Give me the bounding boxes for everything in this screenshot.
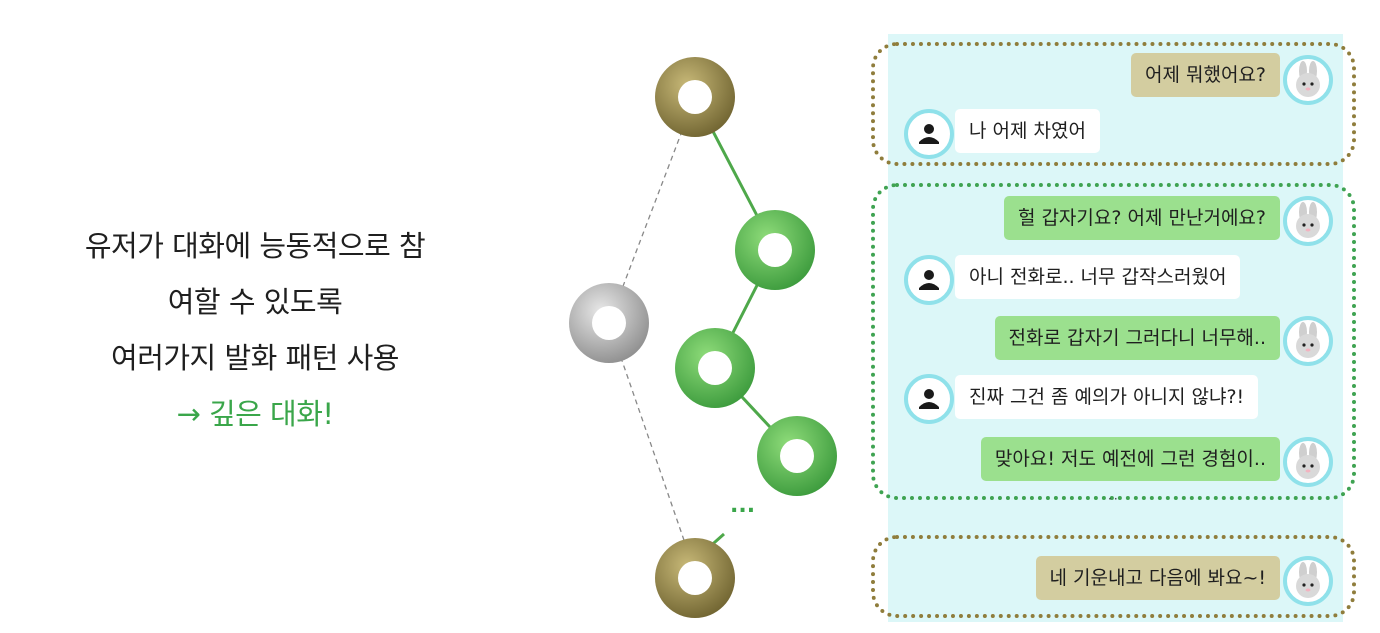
rabbit-icon	[1283, 196, 1333, 246]
caption-line-2: 여할 수 있도록	[167, 285, 343, 319]
conversation-graph: ...	[569, 57, 837, 618]
message-user: 아니 전화로.. 너무 갑작스러웠어	[955, 255, 1241, 299]
group-closing	[871, 535, 1356, 618]
message-user: 나 어제 차였어	[955, 109, 1100, 153]
message-bot: 헐 갑자기요? 어제 만난거에요?	[1003, 196, 1280, 240]
rabbit-icon	[1283, 316, 1333, 366]
caption: 유저가 대화에 능동적으로 참 여할 수 있도록 여러가지 발화 패턴 사용 →…	[40, 218, 470, 442]
caption-line-1: 유저가 대화에 능동적으로 참	[84, 229, 426, 263]
person-icon	[904, 109, 954, 159]
edge-dashed-bottom	[608, 322, 696, 573]
message-bot: 전화로 갑자기 그러다니 너무해..	[994, 316, 1280, 360]
caption-accent: → 깊은 대화!	[176, 397, 334, 431]
rabbit-icon	[1283, 55, 1333, 105]
message-bot: 맞아요! 저도 예전에 그런 경험이..	[980, 437, 1280, 481]
more-indicator: ··	[1108, 492, 1120, 506]
message-bot: 어제 뭐했어요?	[1130, 53, 1280, 97]
rabbit-icon	[1283, 556, 1333, 606]
message-user: 진짜 그건 좀 예의가 아니지 않냐?!	[955, 375, 1259, 419]
edge-dashed-top	[608, 96, 696, 324]
person-icon	[904, 374, 954, 424]
person-icon	[904, 255, 954, 305]
group-deep-conversation	[871, 183, 1356, 500]
caption-line-3: 여러가지 발화 패턴 사용	[111, 341, 399, 375]
group-opening	[871, 42, 1356, 166]
rabbit-icon	[1283, 437, 1333, 487]
message-bot: 네 기운내고 다음에 봐요~!	[1035, 556, 1280, 600]
graph-ellipsis: ...	[730, 493, 755, 518]
